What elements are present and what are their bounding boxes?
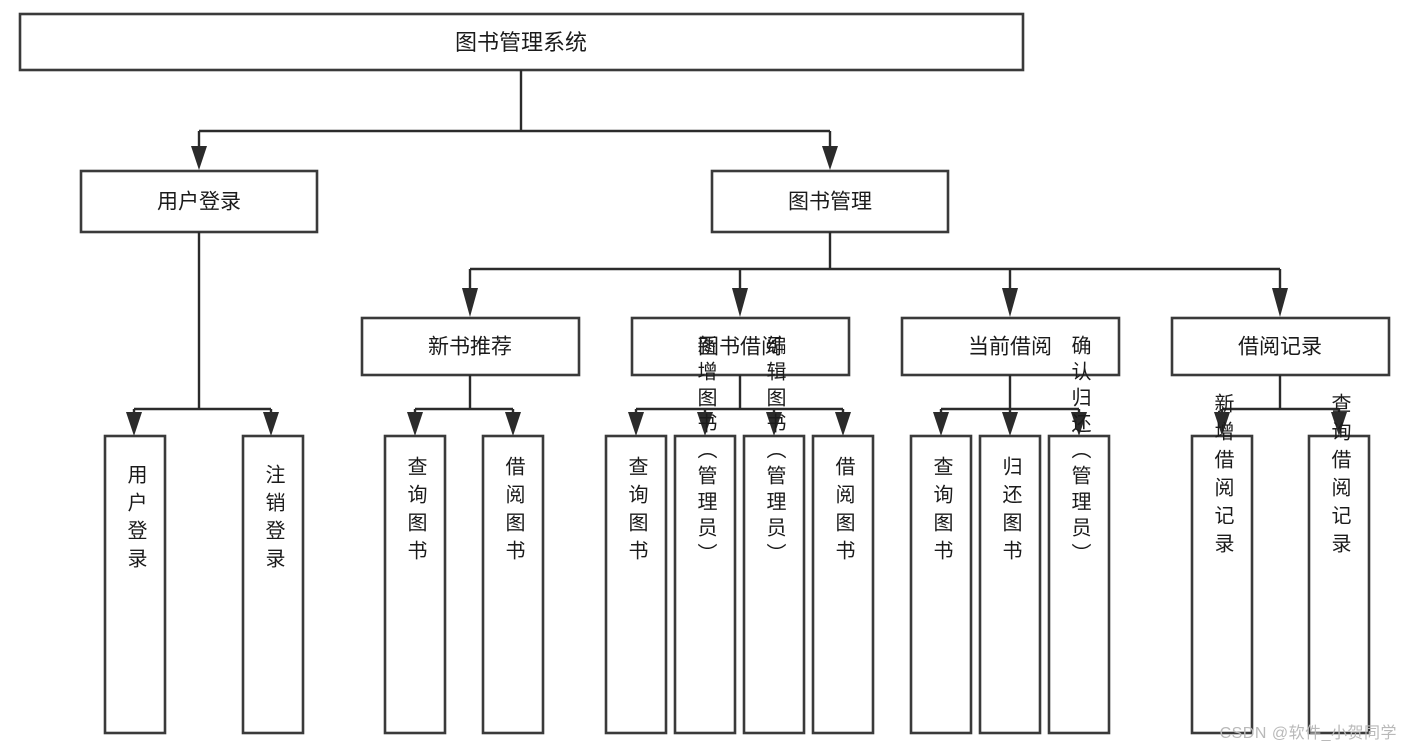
leaf-user-logout-label: 注销登录 [262, 464, 285, 576]
leaf-edit-book-label: 编辑图书（管理员） [763, 335, 786, 569]
node-user-login[interactable]: 用户登录 [79, 169, 319, 234]
leaf-query-book-3-box[interactable] [909, 434, 973, 735]
arrow-head-leaf-query-book-2 [628, 412, 644, 436]
node-current-borrow[interactable]: 当前借阅 [900, 316, 1121, 377]
leaf-borrow-book-2-box[interactable] [811, 434, 875, 735]
leaf-node-query-book-2[interactable]: 查询图书 [604, 434, 668, 735]
leaf-edit-book-box[interactable] [742, 434, 806, 735]
arrow-head-leaf-edit-book [766, 412, 782, 436]
leaf-user-login-box[interactable] [103, 434, 167, 735]
arrow-head-user-login [191, 146, 207, 170]
leaf-borrow-book-1-label: 借阅图书 [502, 456, 525, 568]
leaf-user-logout-box[interactable] [241, 434, 305, 735]
leaf-node-query-record[interactable]: 查询借阅记录 [1307, 393, 1371, 735]
user-login-label: 用户登录 [157, 191, 241, 214]
new-book-recommend-box[interactable] [360, 316, 581, 377]
leaf-query-book-2-label: 查询图书 [625, 456, 648, 568]
node-book-manage[interactable]: 图书管理 [710, 169, 950, 234]
arrow-head-current-borrow [1002, 288, 1018, 317]
arrow-head-leaf-query-record [1331, 412, 1347, 436]
leaf-node-borrow-book-1[interactable]: 借阅图书 [481, 434, 545, 735]
leaf-return-book-label: 归还图书 [999, 456, 1022, 568]
leaf-node-query-book-3[interactable]: 查询图书 [909, 434, 973, 735]
node-borrow-record[interactable]: 借阅记录 [1170, 316, 1391, 377]
leaf-node-confirm-return[interactable]: 确认归还（管理员） [1047, 335, 1111, 735]
node-new-book-recommend[interactable]: 新书推荐 [360, 316, 581, 377]
node-book-borrow[interactable]: 图书借阅 [630, 316, 851, 377]
arrow-head-book-manage [822, 146, 838, 170]
arrow-head-leaf-borrow-book-2 [835, 412, 851, 436]
leaf-add-record-box[interactable] [1190, 434, 1254, 735]
leaf-node-query-book-1[interactable]: 查询图书 [383, 434, 447, 735]
leaf-confirm-return-box[interactable] [1047, 434, 1111, 735]
arrow-head-book-borrow [732, 288, 748, 317]
arrow-head-leaf-user-login [126, 412, 142, 436]
arrow-head-leaf-add-record [1214, 412, 1230, 436]
leaf-query-book-3-label: 查询图书 [930, 456, 953, 568]
borrow-record-label: 借阅记录 [1238, 336, 1322, 359]
leaf-node-borrow-book-2[interactable]: 借阅图书 [811, 434, 875, 735]
arrow-head-leaf-borrow-book-1 [505, 412, 521, 436]
current-borrow-label: 当前借阅 [968, 336, 1052, 359]
root-label: 图书管理系统 [455, 30, 587, 55]
new-book-recommend-label: 新书推荐 [428, 336, 512, 359]
leaf-node-user-login[interactable]: 用户登录 [103, 434, 167, 735]
leaf-borrow-book-2-label: 借阅图书 [832, 456, 855, 568]
leaf-confirm-return-label: 确认归还（管理员） [1068, 335, 1091, 569]
current-borrow-box[interactable] [900, 316, 1121, 377]
leaf-borrow-book-1-box[interactable] [481, 434, 545, 735]
node-root[interactable]: 图书管理系统 [18, 12, 1025, 72]
book-manage-label: 图书管理 [788, 191, 872, 214]
leaf-query-book-2-box[interactable] [604, 434, 668, 735]
arrow-head-borrow-record [1272, 288, 1288, 317]
leaf-return-book-box[interactable] [978, 434, 1042, 735]
arrow-head-new-book [462, 288, 478, 317]
leaf-node-add-record[interactable]: 新增借阅记录 [1190, 393, 1254, 735]
leaf-query-record-label: 查询借阅记录 [1328, 393, 1351, 561]
root-box[interactable] [18, 12, 1025, 72]
leaf-node-add-book[interactable]: 新增图书（管理员） [673, 335, 737, 735]
book-manage-box[interactable] [710, 169, 950, 234]
arrow-head-leaf-query-book-1 [407, 412, 423, 436]
leaf-query-book-1-box[interactable] [383, 434, 447, 735]
leaf-add-book-box[interactable] [673, 434, 737, 735]
arrow-head-leaf-user-logout [263, 412, 279, 436]
leaf-add-record-label: 新增借阅记录 [1211, 393, 1234, 561]
leaf-user-login-label: 用户登录 [124, 464, 147, 576]
arrow-head-leaf-confirm-return [1071, 412, 1087, 436]
leaf-add-book-label: 新增图书（管理员） [694, 335, 717, 569]
leaf-query-book-1-label: 查询图书 [404, 456, 427, 568]
leaf-node-edit-book[interactable]: 编辑图书（管理员） [742, 335, 806, 735]
arrow-head-leaf-return-book [1002, 412, 1018, 436]
book-borrow-label: 图书借阅 [698, 336, 782, 359]
borrow-record-box[interactable] [1170, 316, 1391, 377]
arrow-head-leaf-add-book [697, 412, 713, 436]
book-borrow-box[interactable] [630, 316, 851, 377]
leaf-node-return-book[interactable]: 归还图书 [978, 434, 1042, 735]
leaf-node-user-logout[interactable]: 注销登录 [241, 434, 305, 735]
arrow-head-leaf-query-book-3 [933, 412, 949, 436]
leaf-query-record-box[interactable] [1307, 434, 1371, 735]
